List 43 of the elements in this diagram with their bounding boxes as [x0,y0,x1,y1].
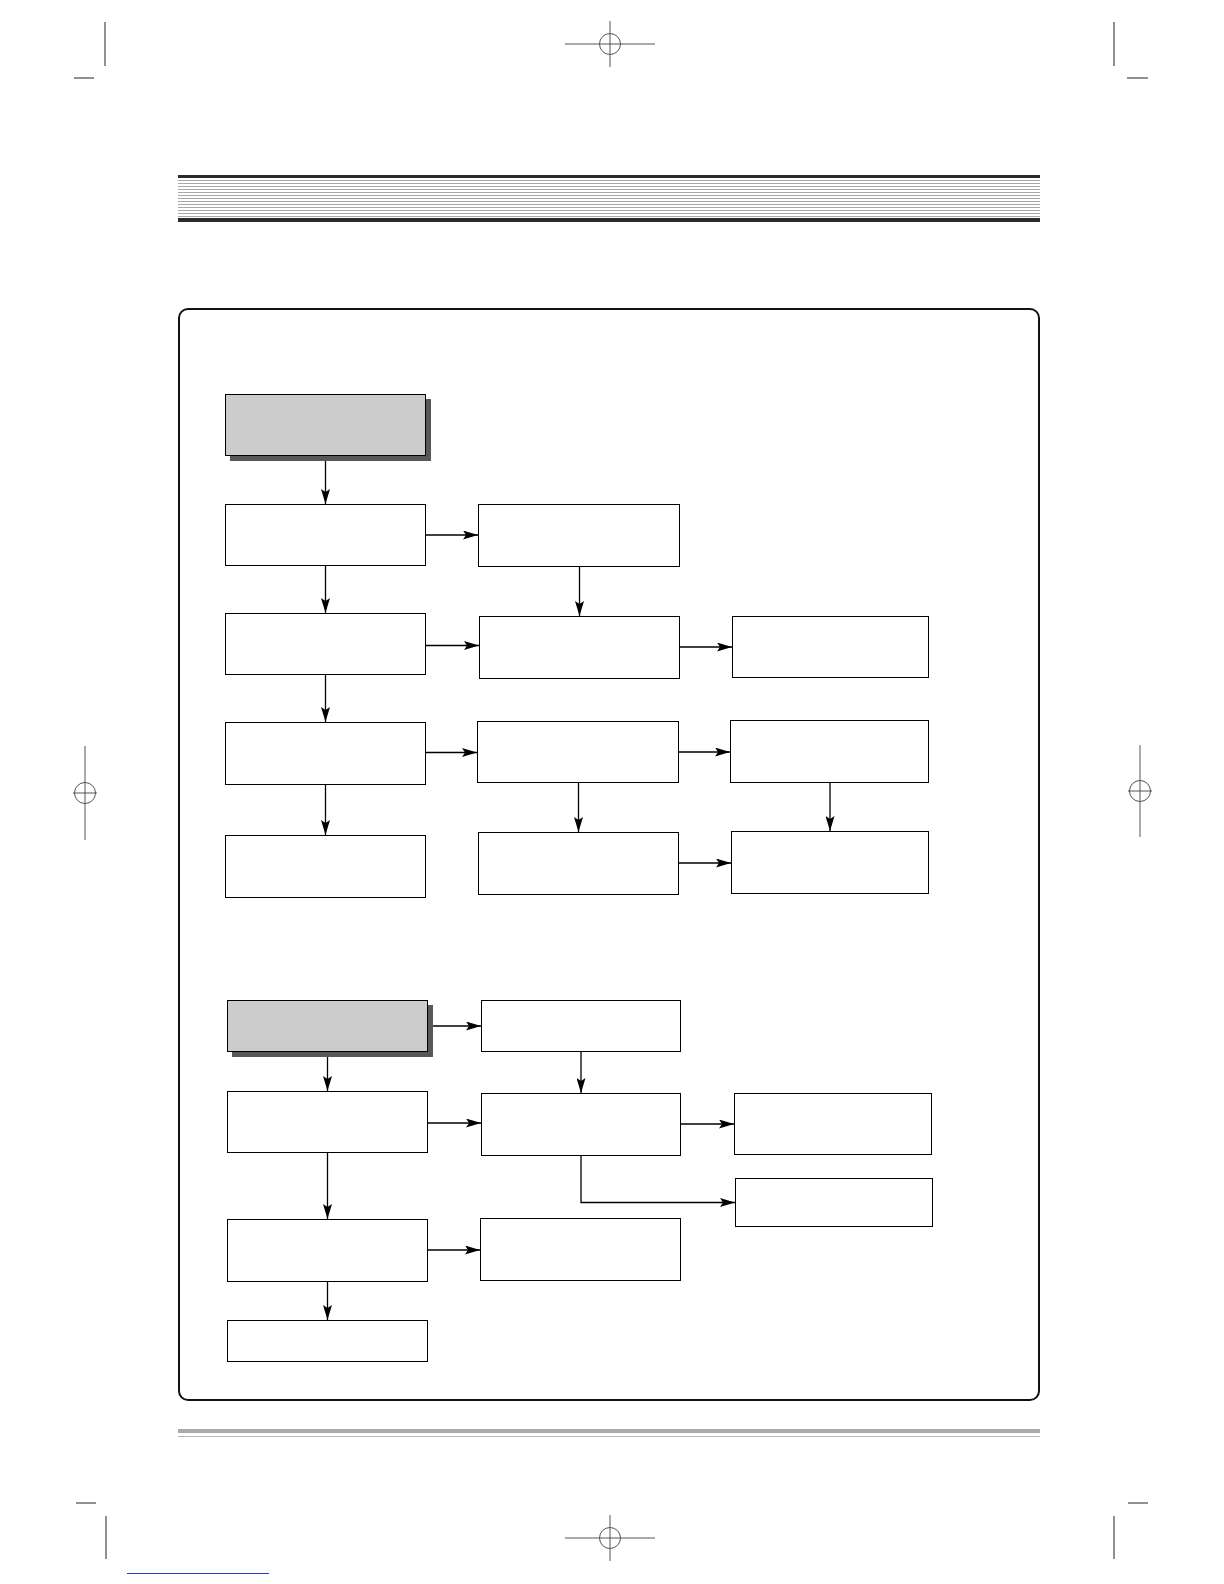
arrow [576,1051,586,1094]
arrow [321,460,330,505]
process-box [479,616,680,679]
process-box [227,1320,428,1362]
process-box [227,1219,428,1282]
process-box [735,1178,933,1227]
arrow [321,784,330,836]
arrow [425,641,480,650]
arrow [574,782,583,833]
process-box [734,1093,932,1155]
process-box [477,721,679,783]
process-box [225,613,426,675]
arrow [575,566,584,617]
shaded-box [225,394,431,461]
arrow [321,674,330,723]
arrow [425,530,479,540]
process-box [481,1093,681,1156]
shaded-box [227,1000,433,1057]
process-box [225,504,426,566]
process-box [480,1218,681,1281]
process-box [225,835,426,898]
process-box [478,832,679,895]
arrow [678,747,731,757]
arrow [680,1119,735,1129]
arrow [678,858,732,868]
arrow [580,1155,736,1207]
process-box [731,831,929,894]
arrow [825,782,835,832]
arrow [432,1021,482,1031]
arrow [679,642,733,652]
process-box [730,720,929,783]
process-box [481,1000,681,1052]
arrow [425,748,478,757]
arrow [323,1152,332,1220]
process-box [225,722,426,785]
process-box [732,616,929,678]
process-box [227,1091,428,1153]
arrow [427,1245,481,1255]
arrow [323,1281,332,1321]
arrow [323,1056,332,1092]
arrow [321,565,330,614]
process-box [478,504,680,567]
arrow [427,1118,482,1128]
